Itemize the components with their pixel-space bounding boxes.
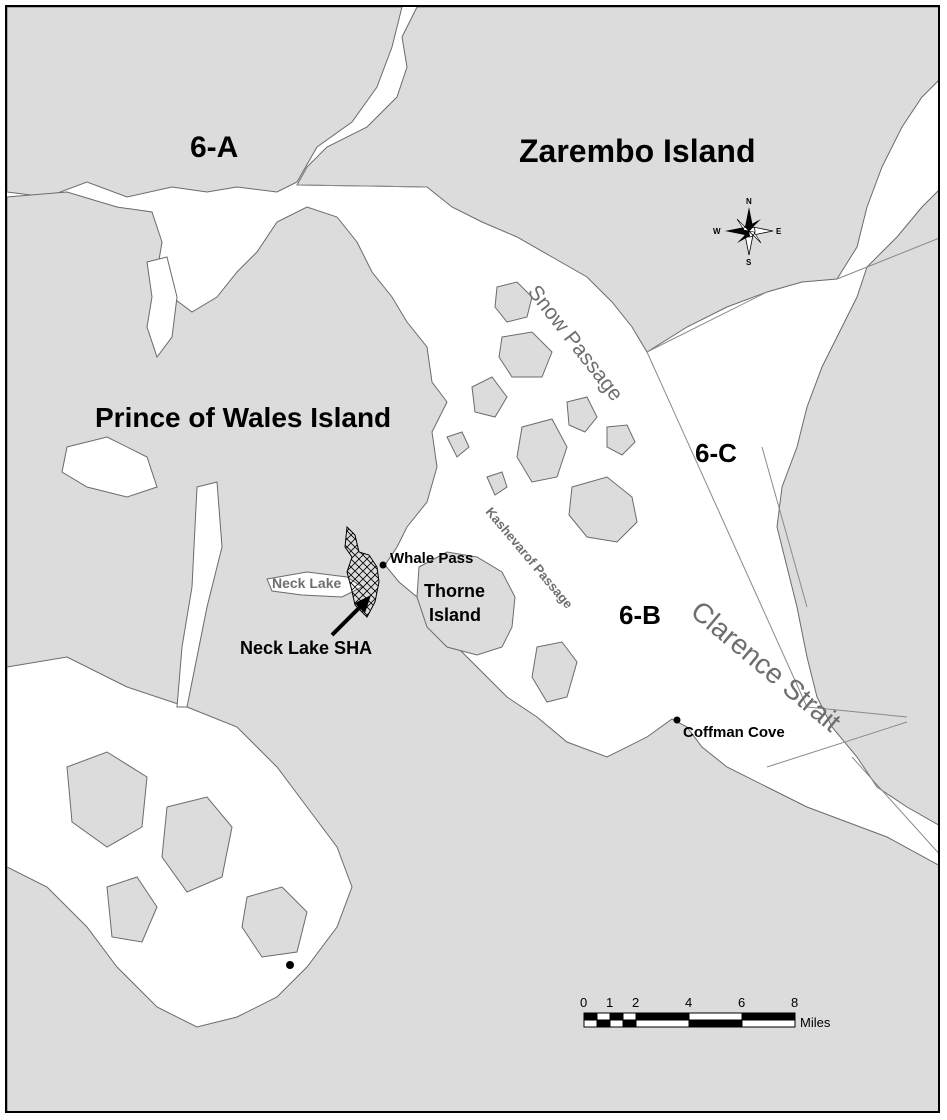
boundary-6c-west (646, 351, 808, 708)
thorne-island (416, 551, 516, 656)
map-frame: Zarembo Island Prince of Wales Island 6-… (5, 5, 940, 1113)
scale-tick-0: 0 (580, 995, 587, 1010)
island-kash-1 (568, 476, 638, 543)
whale-pass-dot[interactable] (379, 561, 387, 569)
sw-island-2 (161, 796, 233, 893)
label-whale-pass: Whale Pass (390, 550, 473, 567)
boundary-se (851, 756, 938, 854)
label-area-6b: 6-B (619, 600, 661, 630)
boundary-zarembo-east (836, 238, 938, 280)
compass-star-icon (725, 207, 774, 256)
sw-islands (66, 751, 308, 958)
coffman-cove-dot[interactable] (673, 716, 681, 724)
east-land (776, 190, 938, 826)
neck-lake-sha-area[interactable] (344, 525, 380, 618)
label-coffman-cove: Coffman Cove (683, 724, 785, 741)
boundary-clarence (766, 721, 908, 768)
island-snow-2 (498, 331, 553, 378)
label-area-6a: 6-A (190, 131, 238, 164)
island-small-b (486, 471, 508, 496)
boundary-lines (296, 184, 938, 854)
scale-bar-ticks: 0 1 2 4 6 8 (580, 995, 798, 1010)
boundary-snow-east (646, 291, 768, 353)
label-prince-of-wales-island: Prince of Wales Island (95, 402, 391, 433)
compass-e: E (776, 227, 782, 236)
scale-bar: 0 1 2 4 6 8 Miles (580, 995, 831, 1030)
boundary-6c-south (806, 706, 908, 718)
island-snow-1 (494, 281, 533, 323)
northwest-land (7, 7, 403, 198)
inlet-northwest (61, 436, 158, 498)
label-neck-lake-sha: Neck Lake SHA (240, 638, 372, 658)
island-south-1 (531, 641, 578, 703)
label-area-6c: 6-C (695, 438, 737, 468)
scale-tick-1: 1 (606, 995, 613, 1010)
label-zarembo-island: Zarembo Island (519, 133, 756, 169)
island-mid-1 (471, 376, 508, 418)
sw-island-3 (106, 876, 158, 943)
sw-island-4 (241, 886, 308, 958)
boundary-6a-north (296, 184, 428, 188)
label-thorne-line1: Thorne (424, 581, 485, 601)
compass-w: W (713, 227, 721, 236)
label-thorne-line2: Island (429, 605, 481, 625)
scale-tick-4: 4 (685, 995, 692, 1010)
island-small-a (446, 431, 470, 458)
southern-town-dot[interactable] (286, 961, 294, 969)
scale-bar-segments (583, 1012, 796, 1028)
scale-tick-6: 6 (738, 995, 745, 1010)
inlet-west (146, 256, 178, 359)
sha-arrow (330, 595, 371, 637)
compass-s: S (746, 258, 752, 267)
boundary-6c-channel (761, 446, 808, 608)
island-kash-2 (606, 424, 636, 456)
island-mid-2 (516, 418, 568, 483)
label-neck-lake: Neck Lake (272, 575, 341, 591)
zarembo-island (296, 7, 938, 353)
island-mid-3 (566, 396, 598, 433)
sw-island-1 (66, 751, 148, 848)
scale-unit: Miles (800, 1015, 831, 1030)
scale-tick-2: 2 (632, 995, 639, 1010)
scale-tick-8: 8 (791, 995, 798, 1010)
inlet-channel (176, 481, 223, 708)
map-canvas[interactable]: Zarembo Island Prince of Wales Island 6-… (7, 7, 940, 1113)
compass-n: N (746, 197, 752, 206)
compass-rose: N S E W (713, 197, 782, 267)
